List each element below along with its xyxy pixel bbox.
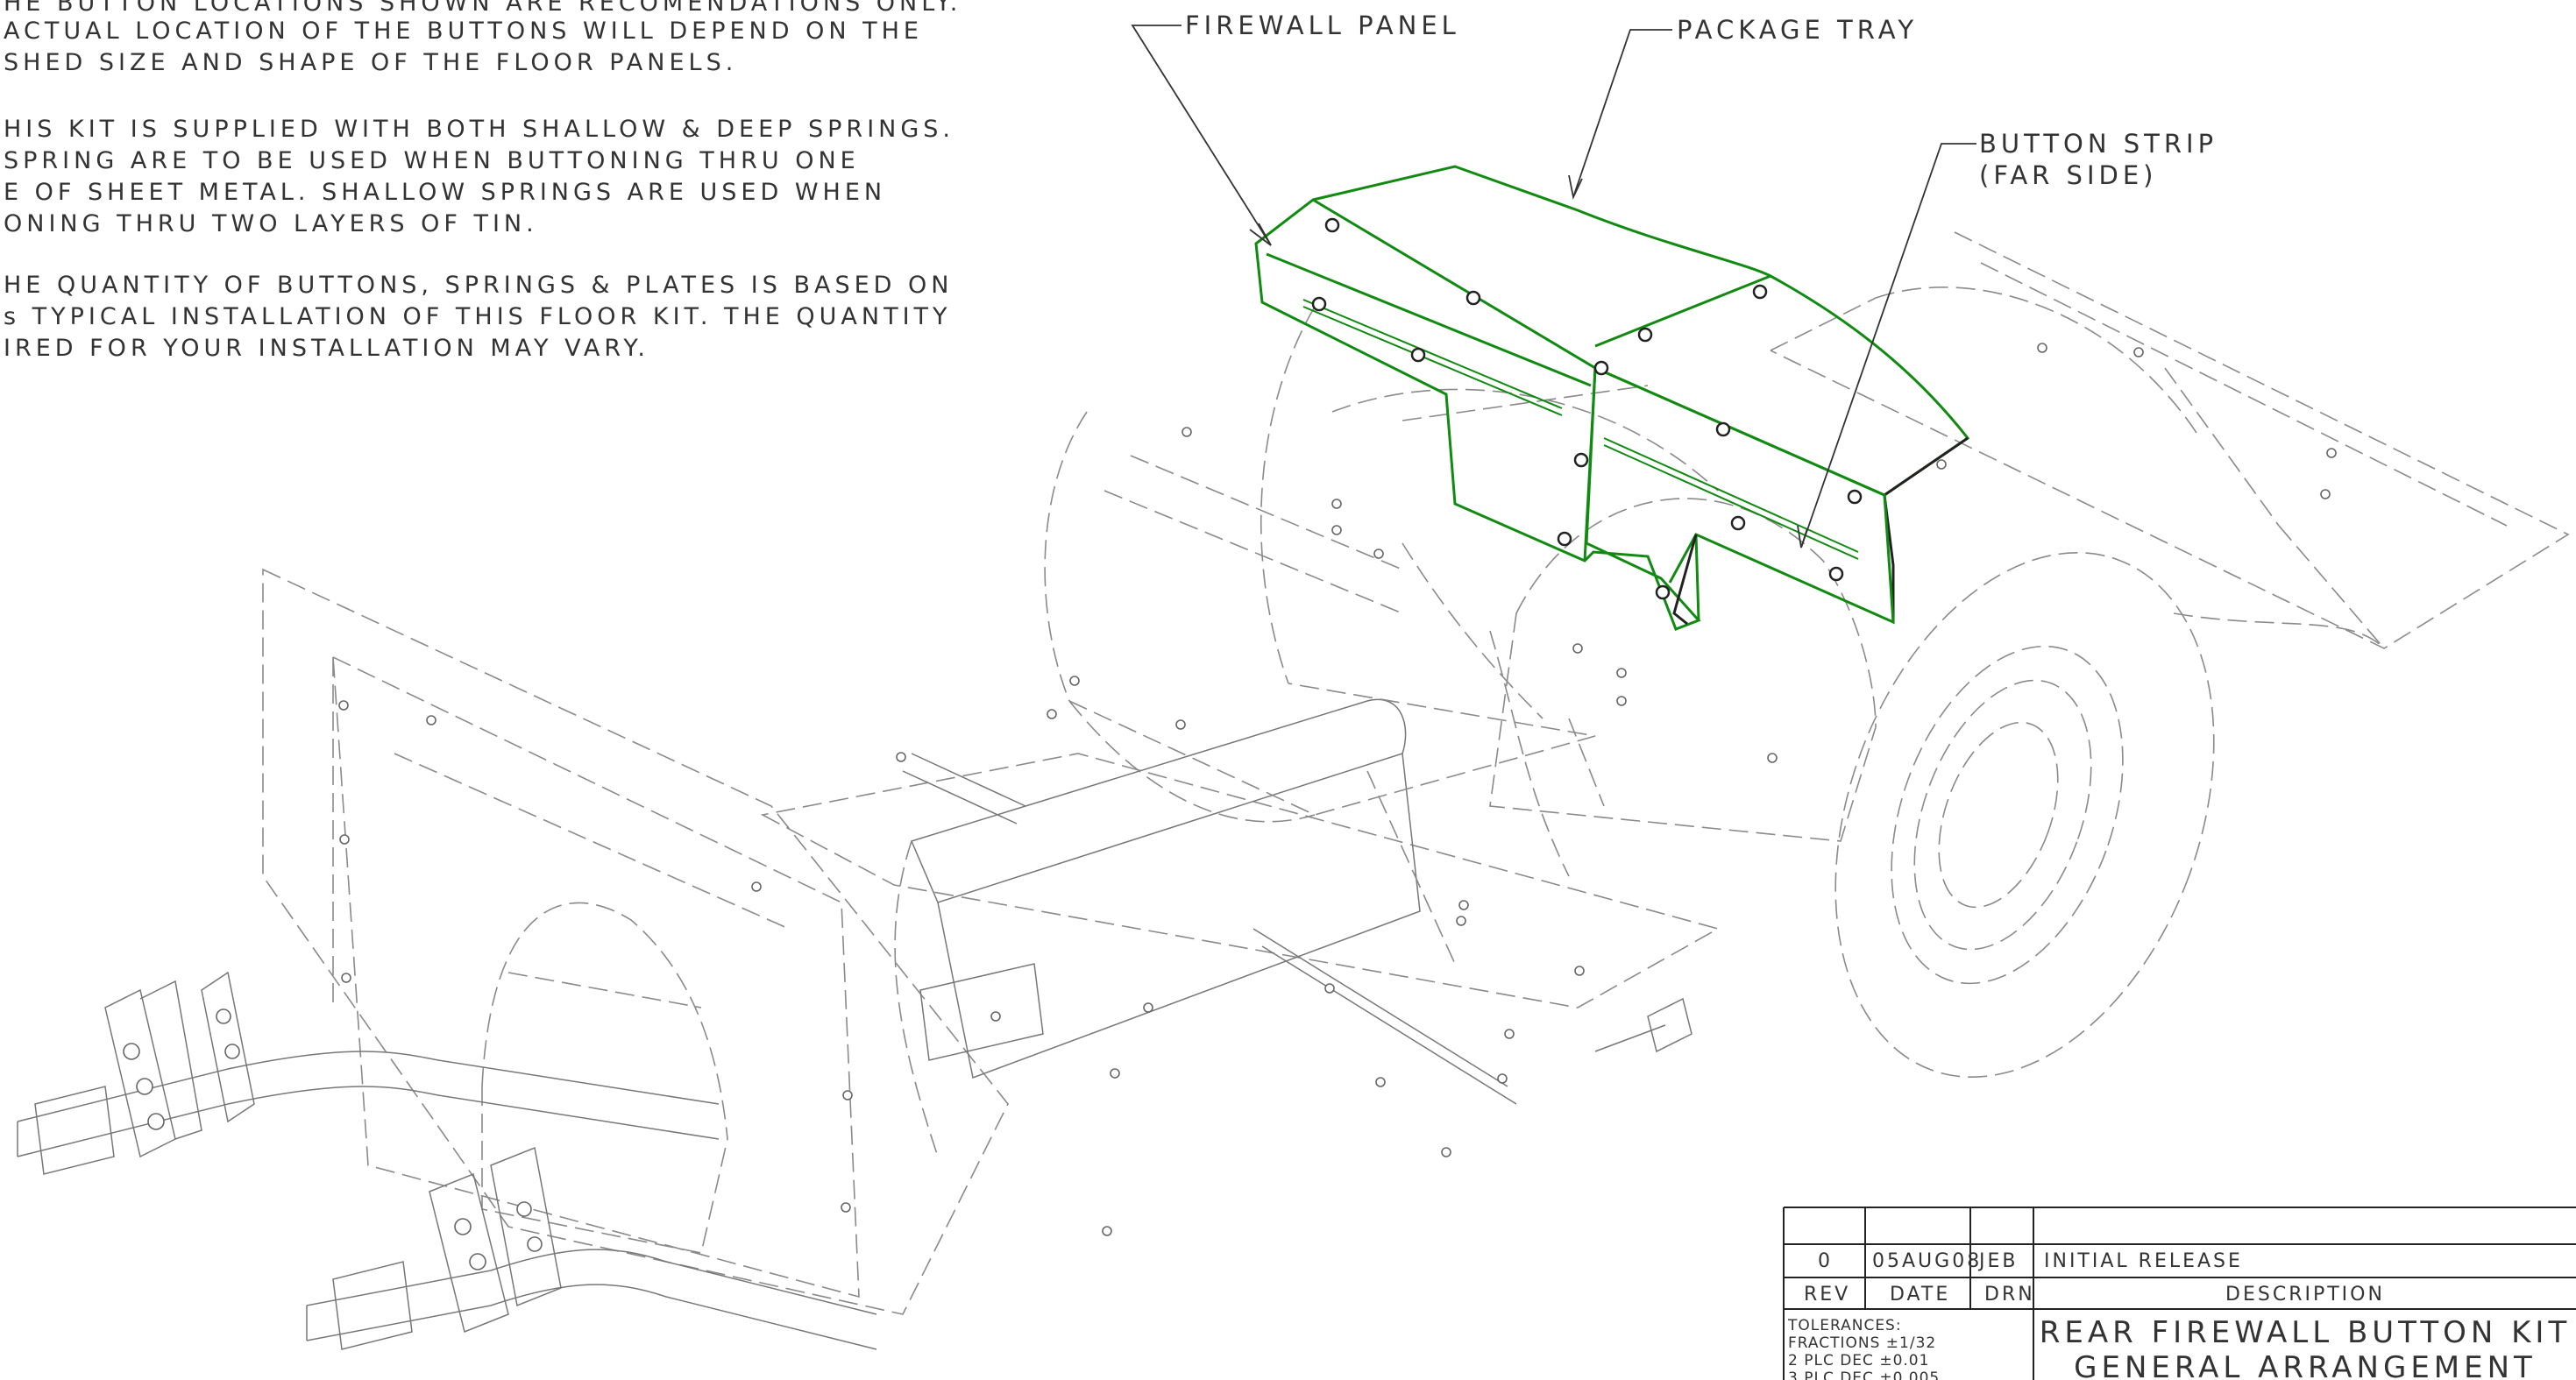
callout-package-tray: PACKAGE TRAY <box>1568 15 1918 200</box>
note-line: s TYPICAL INSTALLATION OF THIS FLOOR KIT… <box>4 303 952 330</box>
tolerance-fractions: FRACTIONS ±1/32 <box>1788 1334 1936 1352</box>
drn-header: DRN <box>1984 1284 2035 1306</box>
tolerances-label: TOLERANCES: <box>1787 1317 1902 1334</box>
fastener-holes <box>338 343 2337 1236</box>
tolerance-3plc: 3 PLC DEC ±0.005 <box>1788 1369 1940 1380</box>
button-strip-part <box>1594 366 1895 626</box>
callout-label: BUTTON STRIP <box>1979 129 2218 159</box>
note-line: ACTUAL LOCATION OF THE BUTTONS WILL DEPE… <box>4 18 923 45</box>
note-line: HIS KIT IS SUPPLIED WITH BOTH SHALLOW & … <box>4 116 954 143</box>
callout-label: FIREWALL PANEL <box>1185 11 1460 40</box>
chassis-floor-view <box>17 231 2570 1350</box>
note-line: ONING THRU TWO LAYERS OF TIN. <box>4 210 538 237</box>
note-line: HE QUANTITY OF BUTTONS, SPRINGS & PLATES… <box>4 272 953 299</box>
callout-label: PACKAGE TRAY <box>1677 15 1918 45</box>
rev-value: 0 <box>1818 1250 1833 1272</box>
title-block: 0 05AUG08 JEB INITIAL RELEASE REV DATE D… <box>1783 1207 2576 1380</box>
general-notes: HE BUTTON LOCATIONS SHOWN ARE RECOMENDAT… <box>4 0 962 362</box>
callout-label: (FAR SIDE) <box>1979 160 2157 190</box>
callout-button-strip: BUTTON STRIP (FAR SIDE) <box>1797 129 2218 548</box>
tolerance-2plc: 2 PLC DEC ±0.01 <box>1788 1352 1929 1369</box>
description-value: INITIAL RELEASE <box>2044 1250 2243 1272</box>
drawing-subtitle: GENERAL ARRANGEMENT <box>2074 1350 2537 1380</box>
date-header: DATE <box>1890 1284 1950 1306</box>
firewall-panel-part <box>1254 198 1701 631</box>
note-line: HE BUTTON LOCATIONS SHOWN ARE RECOMENDAT… <box>4 0 962 17</box>
drawing-title: REAR FIREWALL BUTTON KIT <box>2040 1315 2571 1350</box>
note-line: E OF SHEET METAL. SHALLOW SPRINGS ARE US… <box>4 179 886 206</box>
button-locations <box>1311 217 1863 600</box>
description-header: DESCRIPTION <box>2225 1284 2385 1306</box>
note-line: SPRING ARE TO BE USED WHEN BUTTONING THR… <box>4 147 860 174</box>
note-line: SHED SIZE AND SHAPE OF THE FLOOR PANELS. <box>4 49 737 76</box>
drn-value: JEB <box>1977 1250 2018 1272</box>
note-line: IRED FOR YOUR INSTALLATION MAY VARY. <box>4 335 649 362</box>
rev-header: REV <box>1804 1284 1850 1306</box>
callout-firewall-panel: FIREWALL PANEL <box>1131 11 1460 246</box>
package-tray-part <box>1312 165 1970 622</box>
date-value: 05AUG08 <box>1872 1250 1982 1272</box>
